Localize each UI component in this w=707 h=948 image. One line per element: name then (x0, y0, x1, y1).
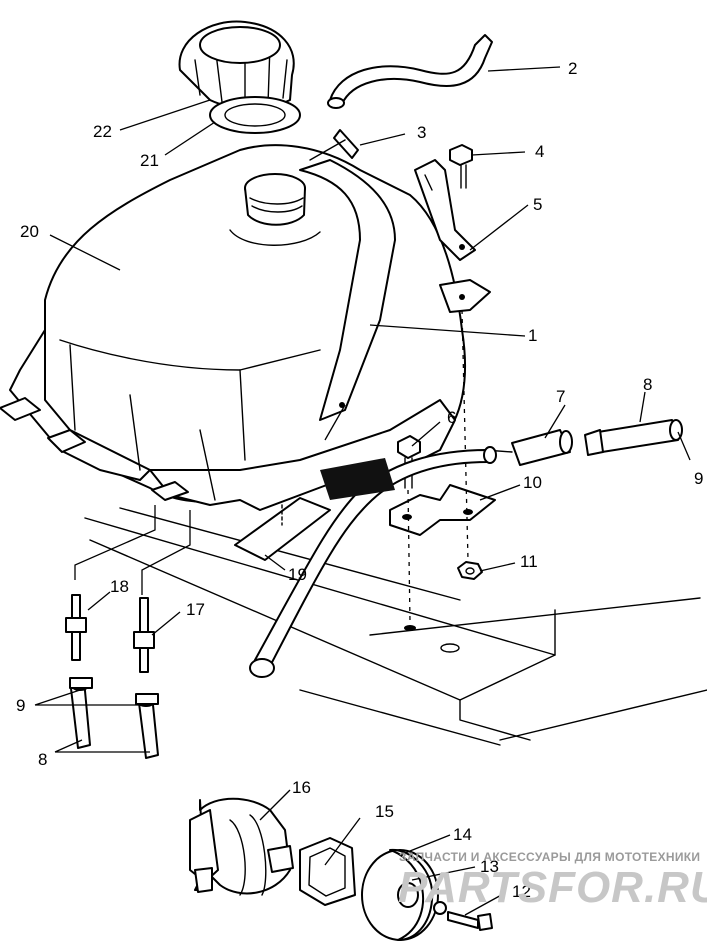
callout-15: 15 (375, 802, 394, 821)
tank-pad (234, 497, 331, 561)
fitting-17 (133, 597, 155, 673)
vent-hose (327, 34, 493, 109)
vent-fitting (309, 129, 359, 161)
screw-12 (433, 901, 493, 931)
nut-11 (457, 561, 483, 580)
callout-13: 13 (480, 857, 499, 876)
leader-lines (74, 505, 191, 595)
callout-16: 16 (292, 778, 311, 797)
callout-5: 5 (533, 195, 542, 214)
watermark-tagline: ЗАПЧАСТИ И АКСЕССУАРЫ ДЛЯ МОТОТЕХНИКИ (399, 850, 700, 864)
callout-11: 11 (520, 552, 538, 571)
callout-8-left: 8 (38, 750, 47, 769)
callout-21: 21 (140, 151, 159, 170)
petcock-knob (361, 848, 439, 941)
callout-3: 3 (417, 123, 426, 142)
callout-20: 20 (20, 222, 39, 241)
callout-6: 6 (447, 408, 456, 427)
tank-bracket (414, 159, 476, 261)
fitting-18 (65, 594, 87, 661)
watermark: ЗАПЧАСТИ И АКСЕССУАРЫ ДЛЯ МОТОТЕХНИКИ PA… (398, 850, 707, 912)
callout-17: 17 (186, 600, 205, 619)
callout-10: 10 (523, 473, 542, 492)
watermark-logo-text: PARTSFOR.RU (398, 863, 707, 912)
callout-leaders (34, 66, 691, 916)
callout-22: 22 (93, 122, 112, 141)
callout-9-left: 9 (16, 696, 25, 715)
fuel-line (584, 419, 683, 456)
bolt-4 (449, 144, 473, 189)
fuel-petcock (189, 797, 294, 896)
fuel-filter (484, 429, 573, 466)
frame-rails (84, 507, 707, 746)
fuel-tank (9, 144, 491, 511)
callout-labels: 1 2 3 4 5 6 7 8 9 10 11 12 13 14 15 16 1… (16, 59, 703, 901)
callout-4: 4 (535, 142, 544, 161)
hose-clamps-9 (69, 677, 159, 705)
fuel-hose-to-petcock (249, 446, 497, 678)
cap-gasket (209, 96, 301, 134)
fuel-cap (178, 20, 295, 110)
callout-1: 1 (528, 326, 537, 345)
mount-bracket-10 (389, 484, 496, 536)
petcock-gasket (299, 837, 356, 906)
callout-9-right: 9 (694, 469, 703, 488)
callout-12: 12 (512, 882, 531, 901)
callout-19: 19 (288, 565, 307, 584)
callout-7: 7 (556, 387, 565, 406)
callout-14: 14 (453, 825, 472, 844)
callout-2: 2 (568, 59, 577, 78)
tank-mount-tabs (0, 397, 189, 501)
callout-8-top: 8 (643, 375, 652, 394)
shaded-pad (320, 458, 395, 500)
drain-hoses (69, 677, 159, 759)
dashed-alignment-lines (407, 309, 469, 623)
callout-18: 18 (110, 577, 129, 596)
